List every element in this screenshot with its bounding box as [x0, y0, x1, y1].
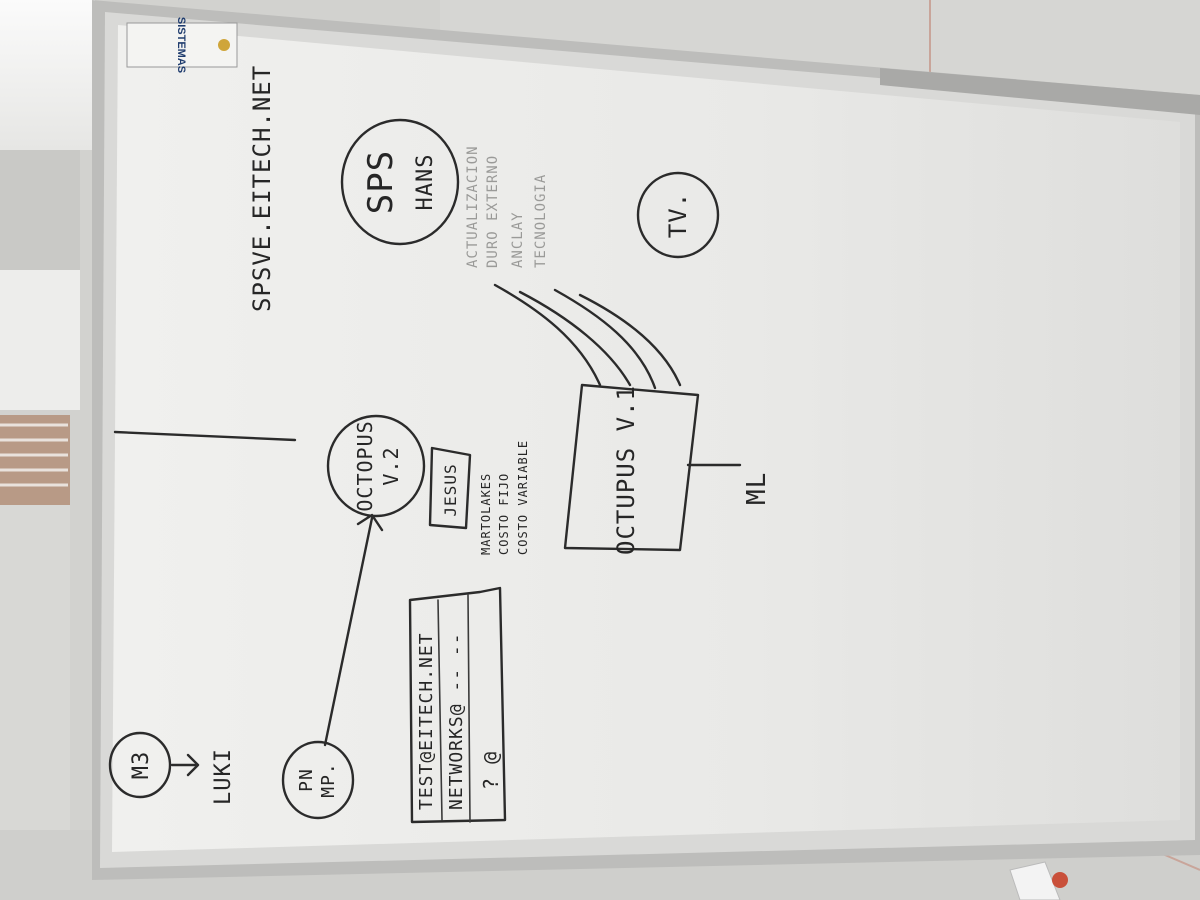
connector-lines — [493, 283, 682, 390]
faint-note-2: DURO EXTERNO — [485, 155, 501, 268]
pn-mp-circle: PN MP. — [281, 740, 355, 820]
jesus-tag: JESUS — [428, 446, 472, 530]
pn-label: PN — [296, 768, 317, 792]
m3-circle: M3 LUKI — [108, 731, 236, 805]
email-line-3: ? @ — [479, 751, 503, 790]
whiteboard-surface — [112, 25, 1180, 852]
email-box: TEST@EITECH.NET NETWORKS@ -- -- ? @ — [408, 586, 507, 824]
m3-label: M3 — [129, 751, 154, 780]
hans-label: HANS — [413, 154, 438, 211]
octopus-v2-circle: OCTOPUS V.2 — [326, 414, 426, 518]
tv-label: TV. — [664, 192, 692, 238]
sps-hans-circle: SPS HANS — [340, 118, 460, 246]
logo-text: SISTEMAS — [175, 17, 187, 73]
octopus-notes: MARTOLAKES COSTO FIJO COSTO VARIABLE — [479, 440, 530, 555]
ml-label: ML — [742, 472, 772, 505]
email-line-2: NETWORKS@ -- -- — [446, 632, 467, 810]
url-text: SPSVE.EITECH.NET — [248, 65, 276, 312]
faint-note-1: ACTUALIZACION — [465, 145, 481, 268]
divider-line — [113, 430, 297, 442]
floor-object — [1009, 861, 1068, 900]
octopus-note-1: MARTOLAKES — [479, 473, 493, 555]
octopus-v2-label: OCTOPUS — [353, 420, 377, 511]
faint-note-3: ANCLAY — [510, 211, 526, 268]
sps-label: SPS — [361, 150, 401, 214]
octopus-note-3: COSTO VARIABLE — [516, 440, 530, 555]
v2-label: V.2 — [379, 446, 403, 485]
marker-tray — [880, 68, 1200, 115]
octupus-v1-box: OCTUPUS V.1 ML — [563, 383, 772, 555]
tv-circle: TV. — [636, 171, 720, 259]
octupus-v1-label: OCTUPUS V.1 — [612, 385, 640, 555]
faint-note-4: TECNOLOGIA — [533, 174, 549, 268]
mp-label: MP. — [318, 762, 339, 798]
luki-label: LUKI — [211, 748, 236, 805]
octopus-note-2: COSTO FIJO — [497, 473, 511, 555]
arrow-pn-to-octopus — [323, 513, 384, 747]
sistemas-logo-sticker: SISTEMAS — [126, 17, 238, 73]
email-line-1: TEST@EITECH.NET — [416, 632, 437, 810]
faint-notes: ACTUALIZACION DURO EXTERNO ANCLAY TECNOL… — [465, 145, 549, 268]
jesus-label: JESUS — [441, 463, 460, 516]
